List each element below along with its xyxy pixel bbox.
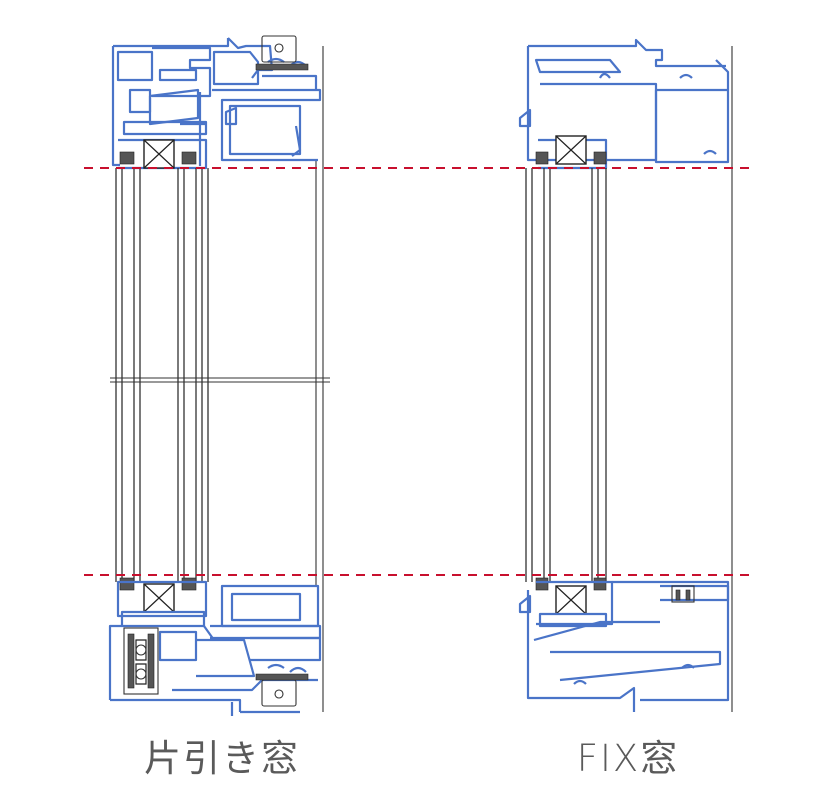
fix-sill-frame — [518, 580, 730, 712]
fix-glass-panes — [525, 168, 607, 582]
head-frame — [111, 37, 322, 170]
anchor-bracket-bottom — [255, 673, 309, 707]
drain-fitting — [671, 585, 695, 603]
glass-panes — [115, 168, 209, 582]
fixed-window-section — [518, 38, 733, 712]
sill-frame — [108, 580, 322, 716]
fix-window-label: FIX窓 — [576, 737, 680, 780]
sliding-window-label: 片引き窓 — [144, 737, 300, 780]
fix-head-frame — [518, 38, 730, 170]
roller-assembly — [123, 627, 159, 695]
anchor-bracket-top — [255, 35, 309, 71]
sliding-window-section — [108, 35, 330, 716]
